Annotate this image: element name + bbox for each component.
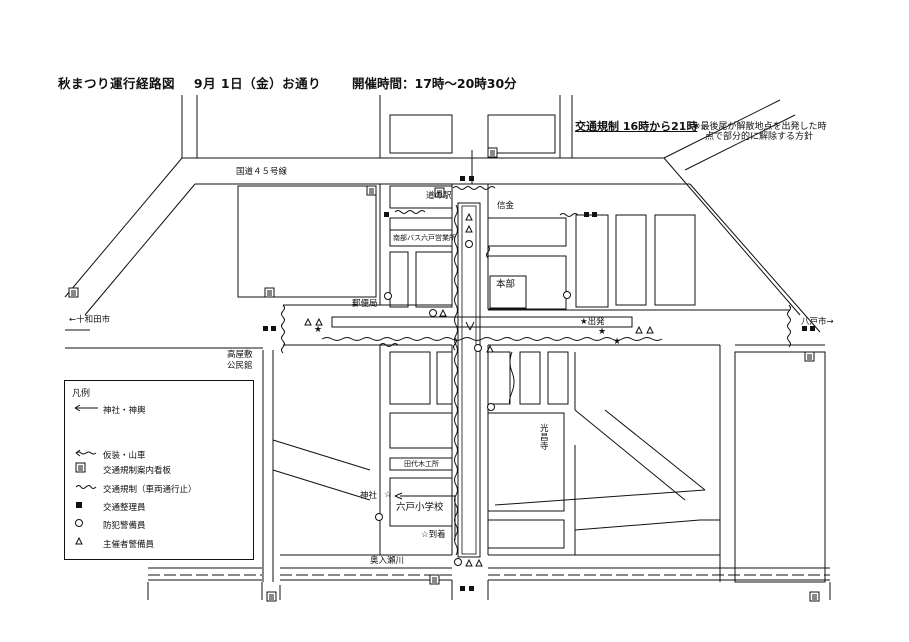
legend-traffic-controller: 交通整理員 [103, 503, 146, 513]
legend-title: 凡例 [72, 389, 91, 399]
legend-security-guard: 防犯警備員 [103, 521, 146, 531]
woodshop-label: 田代木工所 [404, 460, 439, 468]
shrine-star-icon: ☆ [384, 490, 392, 500]
towada-direction-label: ←十和田市 [69, 315, 111, 325]
hachinohe-direction-label: 八戸市→ [801, 317, 834, 327]
traffic-controllers [76, 176, 815, 591]
legend-box [64, 380, 254, 560]
michinoeki-label: 道の駅 [426, 191, 452, 201]
arrival-label: ☆到着 [421, 530, 446, 540]
start-label: ★出発 [580, 317, 605, 327]
legend-float: 仮装・山車 [103, 451, 146, 461]
legend-organizer-guard: 主催者警備員 [103, 540, 155, 550]
event-hours: 開催時間：17時～20時30分 [352, 76, 517, 91]
post-office-label: 郵便局 [352, 299, 378, 309]
route45-label: 国道４５号線 [236, 167, 288, 177]
legend-shrine: 神社・神輿 [103, 406, 146, 416]
temple-label: 光昌寺 [540, 425, 550, 452]
map-title: 秋まつり運行経路図 9月 1日（金）お通り [58, 76, 322, 91]
honbu-label: 本部 [496, 279, 516, 290]
svg-text:★: ★ [613, 337, 621, 347]
legend-signboard: 交通規制案内看板 [103, 466, 172, 476]
bank-label: 信金 [497, 201, 515, 211]
legend-road-closure: 交通規制（車両通行止） [103, 485, 197, 495]
school-label: 六戸小学校 [396, 502, 444, 513]
regulation-note-line2: 点で部分的に解除する方針 [705, 132, 814, 142]
regulation-note-line1: ※最後尾が解散地点を出発した時 [693, 122, 827, 132]
map-title-text: 秋まつり運行経路図 [58, 76, 176, 91]
koyashiki-label-1: 高屋敷 [227, 350, 253, 360]
bus-office-label: 南部バス六戸営業所 [393, 234, 456, 242]
koyashiki-label-2: 公民館 [227, 361, 253, 371]
map-date: 9月 1日（金）お通り [193, 76, 322, 91]
svg-text:★: ★ [314, 325, 322, 335]
temple-text: 光昌寺 [540, 424, 549, 452]
svg-text:★: ★ [598, 327, 606, 337]
traffic-regulation-label: 交通規制 16時から21時 [575, 120, 698, 133]
shrine-label: 神社 [360, 491, 378, 501]
river-label: 奥入瀬川 [370, 556, 405, 566]
